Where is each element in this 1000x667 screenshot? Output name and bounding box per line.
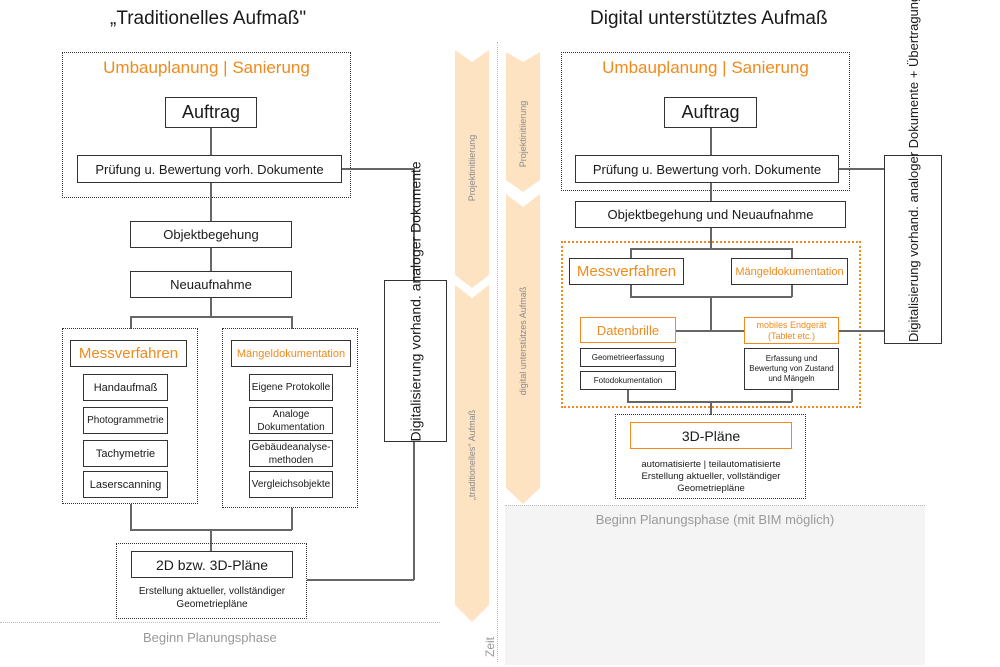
left-messverfahren-group — [62, 328, 198, 504]
right-title: Digital unterstütztes Aufmaß — [590, 8, 828, 29]
phase-traditionell — [455, 285, 489, 622]
left-auftrag: Auftrag — [165, 97, 257, 128]
phase-label: „traditionelles" Aufmaß — [467, 409, 477, 501]
maengel-item: Analoge Dokumentation — [249, 407, 333, 434]
left-planning-line — [0, 622, 440, 623]
left-maengel-title: Mängeldokumentation — [231, 340, 351, 367]
maengel-item: Eigene Protokolle — [249, 374, 333, 401]
phase-label: Projektinitiierung — [467, 134, 477, 202]
left-objektbegehung: Objektbegehung — [130, 221, 292, 248]
left-umbau-group — [62, 52, 351, 198]
messverfahren-item: Handaufmaß — [83, 374, 168, 401]
bim-area — [505, 505, 925, 665]
phase-label: digital unterstützes Aufmaß — [518, 286, 528, 396]
right-plaene: 3D-Pläne — [630, 422, 792, 449]
left-title: „Traditionelles Aufmaß" — [110, 8, 307, 29]
left-group-title: Umbauplanung | Sanierung — [103, 58, 310, 77]
left-maengel-group — [222, 328, 358, 508]
messverfahren-item: Tachymetrie — [83, 440, 168, 467]
right-auftrag: Auftrag — [664, 97, 757, 128]
left-neuaufnahme: Neuaufnahme — [130, 271, 292, 298]
maengel-item: Gebäudeanalyse-methoden — [249, 440, 333, 467]
left-pruefung: Prüfung u. Bewertung vorh. Dokumente — [77, 155, 342, 183]
right-plaene-desc: automatisierte | teilautomatisierte Erst… — [641, 459, 781, 494]
right-datenbrille: Datenbrille — [580, 317, 676, 343]
left-phase-arrows — [455, 50, 489, 622]
right-mobil-desc: Erfassung und Bewertung von Zustand und … — [744, 348, 839, 390]
right-maengel: Mängeldokumentation — [731, 258, 848, 285]
maengel-item: Vergleichsobjekte — [249, 471, 333, 498]
datenbrille-item: Geometrieerfassung — [580, 348, 676, 367]
right-pruefung: Prüfung u. Bewertung vorh. Dokumente — [575, 155, 839, 183]
right-mobil: mobiles Endgerät (Tablet etc.) — [744, 317, 839, 344]
phase-projektinitiierung-left — [455, 50, 489, 288]
time-axis-label: Zeit — [483, 637, 497, 658]
right-group-title: Umbauplanung | Sanierung — [602, 58, 809, 77]
right-plaene-group — [615, 414, 806, 499]
phase-label: Projektinitiierung — [518, 100, 528, 168]
left-messverfahren-title: Messverfahren — [70, 340, 187, 367]
timeline-divider — [497, 42, 498, 662]
right-messverfahren: Messverfahren — [569, 258, 684, 285]
right-umbau-group — [561, 52, 850, 191]
right-objektbegehung: Objektbegehung und Neuaufnahme — [575, 201, 846, 228]
messverfahren-item: Laserscanning — [83, 471, 168, 498]
datenbrille-item: Fotodokumentation — [580, 371, 676, 390]
left-digitalisierung: Digitalisierung vorhand. analoger Dokume… — [384, 161, 447, 442]
right-digitalisierung: Digitalisierung vorhand. analoger Dokume… — [884, 0, 942, 344]
left-plaene-group — [116, 543, 307, 619]
messverfahren-item: Photogrammetrie — [83, 407, 168, 434]
left-plaene-desc: Erstellung aktueller, vollständiger Geom… — [138, 586, 286, 610]
phase-projektinitiierung-right — [506, 52, 540, 192]
right-beginn: Beginn Planungsphase (mit BIM möglich) — [595, 512, 835, 527]
left-beginn: Beginn Planungsphase — [143, 630, 277, 645]
left-plaene: 2D bzw. 3D-Pläne — [131, 551, 293, 578]
right-phase-arrows — [506, 52, 540, 504]
phase-digital — [506, 194, 540, 504]
